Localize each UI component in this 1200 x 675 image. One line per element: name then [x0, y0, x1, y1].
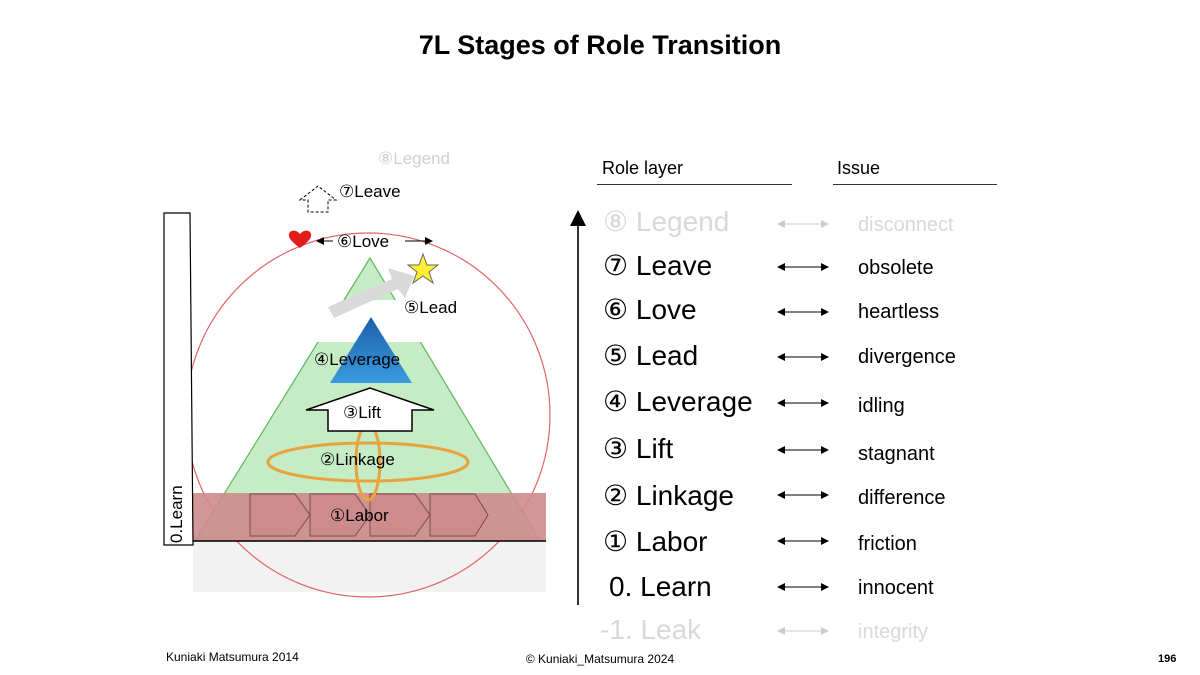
role-item: ⑦ Leave — [603, 250, 713, 281]
issue-item: heartless — [858, 301, 940, 323]
issue-item: stagnant — [858, 443, 935, 465]
labor-chevron-2 — [309, 493, 371, 537]
learn-label: 0.Learn — [167, 485, 186, 543]
leverage-label: ④Leverage — [314, 350, 400, 369]
learn-wedge — [163, 212, 194, 546]
leave-label: ⑦Leave — [339, 182, 401, 201]
issue-header: Issue — [837, 158, 881, 178]
labor-chevron-3 — [369, 493, 431, 537]
issue-item: difference — [858, 487, 946, 509]
role-item: ⑧ Legend — [603, 206, 730, 237]
issue-item: idling — [858, 395, 905, 417]
base-band — [193, 540, 546, 592]
role-header-underline — [597, 184, 792, 185]
role-item: ④ Leverage — [603, 386, 753, 417]
heart-icon — [288, 230, 312, 248]
footer-copyright: © Kuniaki_Matsumura 2024 — [525, 652, 675, 666]
lift-arrow — [305, 387, 435, 432]
issue-item: obsolete — [858, 257, 934, 279]
legend-label: ⑧Legend — [378, 149, 450, 168]
love-label: ⑥Love — [337, 232, 389, 251]
issue-item: innocent — [858, 577, 934, 599]
issue-item: integrity — [858, 621, 929, 643]
page-number: 196 — [1158, 653, 1177, 665]
role-layer-header: Role layer — [602, 158, 684, 178]
role-item: 0. Learn — [609, 571, 712, 602]
labor-chevron-1 — [249, 493, 311, 537]
issue-item: divergence — [858, 346, 956, 368]
role-item: -1. Leak — [600, 614, 702, 645]
role-item: ③ Lift — [603, 433, 674, 464]
role-item: ② Linkage — [603, 480, 734, 511]
lead-label: ⑤Lead — [404, 298, 457, 317]
page-title: 7L Stages of Role Transition — [418, 30, 782, 60]
leave-dashed-arrow — [298, 185, 338, 213]
role-item: ⑥ Love — [603, 294, 697, 325]
labor-label: ①Labor — [330, 506, 389, 525]
row-arrows — [777, 220, 829, 635]
linkage-swirl-ring — [266, 441, 470, 483]
labor-chevron-4 — [429, 493, 489, 537]
linkage-label: ②Linkage — [320, 450, 395, 469]
lead-arrow — [328, 268, 414, 318]
star-icon — [406, 252, 440, 285]
issue-item: friction — [858, 533, 917, 555]
issue-header-underline — [833, 184, 997, 185]
lift-label: ③Lift — [343, 403, 381, 422]
footer-author: Kuniaki Matsumura 2014 — [166, 650, 299, 664]
issue-item: disconnect — [858, 214, 954, 236]
leverage-triangle — [330, 317, 412, 383]
role-item: ① Labor — [603, 526, 708, 557]
role-item: ⑤ Lead — [603, 340, 699, 371]
